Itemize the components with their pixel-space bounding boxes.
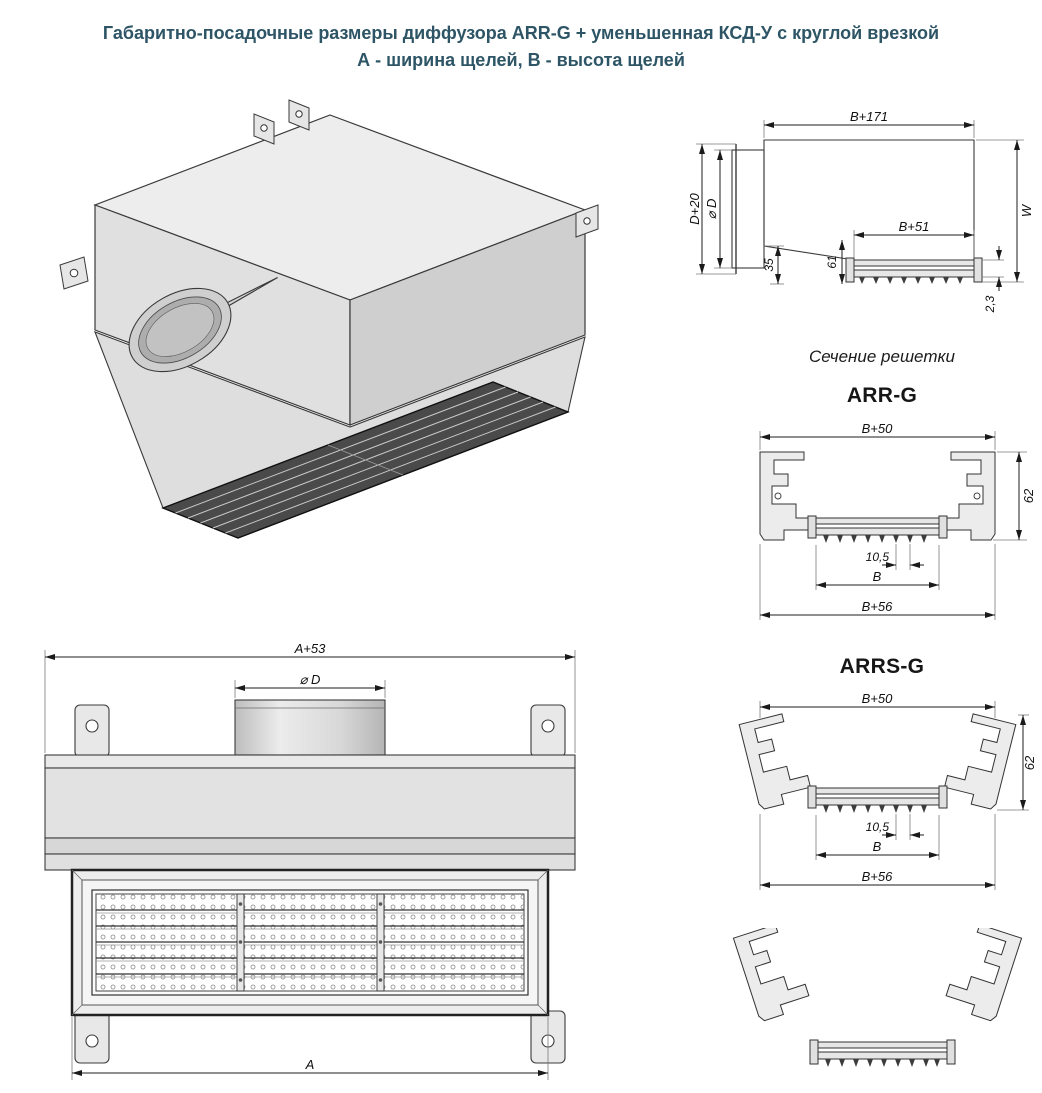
- side-section-view: B+171 D+20 ⌀ D B+51 61: [687, 109, 1034, 313]
- slot-grille: [161, 381, 570, 539]
- dim-b51-label: B+51: [899, 219, 930, 234]
- dim-b56: B+56: [759, 544, 996, 620]
- dim-b171-label: B+171: [850, 109, 888, 124]
- grille-frame: [70, 868, 550, 1017]
- dim-b50: B+50: [759, 421, 996, 450]
- grille-teeth: [823, 535, 927, 543]
- right-profile: [943, 713, 1017, 810]
- round-duct: [234, 699, 386, 756]
- right-profile: [945, 928, 1023, 1022]
- screw-channel: [774, 492, 782, 500]
- dim-b: B: [815, 545, 940, 590]
- dim-duct-dia: ⌀ D: [234, 672, 386, 698]
- dim-b50-label: B+50: [862, 691, 893, 706]
- dim-62: 62: [993, 451, 1035, 541]
- heading-arr-g: ARR-G: [846, 384, 918, 407]
- dim-105: 10,5: [866, 814, 924, 840]
- perforated-panel: [95, 893, 525, 992]
- dim-23: 2,3: [982, 246, 1004, 313]
- grille-section-label: Сечение решетки: [809, 347, 955, 366]
- dim-duct-dia-label: ⌀ D: [300, 672, 321, 687]
- detached-grille-strip: [809, 1039, 956, 1067]
- dim-35: 35: [762, 245, 784, 285]
- grille-assembly: [807, 515, 948, 543]
- title-line2: А - ширина щелей, В - высота щелей: [357, 50, 685, 70]
- dim-23-label: 2,3: [983, 295, 997, 313]
- dim-a: A: [71, 1017, 549, 1080]
- screw-channel: [973, 492, 981, 500]
- dim-a53-label: A+53: [294, 642, 326, 656]
- dim-b50: B+50: [759, 691, 996, 718]
- dim-w: W: [976, 139, 1034, 283]
- left-profile: [759, 451, 815, 541]
- dim-duct-dia: ⌀ D: [704, 149, 732, 269]
- mounting-brackets: [59, 99, 599, 290]
- duct-profile: [731, 144, 765, 274]
- dim-62-label: 62: [1021, 488, 1035, 503]
- dim-105-label: 10,5: [866, 820, 890, 834]
- dim-35-label: 35: [762, 258, 776, 272]
- grille-assembly: [845, 257, 983, 284]
- left-profile: [738, 713, 812, 810]
- dim-61: 61: [825, 240, 845, 284]
- exploded-section-view: [732, 928, 1023, 1067]
- round-duct: [128, 277, 278, 373]
- heading-arrs-g: ARRS-G: [839, 655, 925, 678]
- dim-a53: A+53: [44, 642, 576, 753]
- dim-62-label: 62: [1022, 755, 1035, 770]
- dim-a-label: A: [305, 1057, 315, 1072]
- dim-b51: B+51: [853, 219, 975, 258]
- dim-d20: D+20: [687, 143, 736, 275]
- dim-b56: B+56: [759, 814, 996, 890]
- right-profile: [940, 451, 996, 541]
- page-title: Габаритно-посадочные размеры диффузора A…: [0, 20, 1042, 74]
- dim-b56-label: B+56: [862, 869, 893, 884]
- dim-105-label: 10,5: [866, 550, 890, 564]
- box-right-face: [349, 209, 586, 426]
- grille-teeth: [859, 277, 963, 284]
- arrs-g-section-view: B+50 62 10,5 B B+56: [738, 691, 1035, 890]
- dim-duct-dia-label: ⌀ D: [704, 199, 719, 220]
- plenum-body: [44, 754, 576, 871]
- dim-b: B: [815, 815, 940, 860]
- dim-b50-label: B+50: [862, 421, 893, 436]
- grille-teeth: [823, 805, 927, 813]
- dim-w-label: W: [1019, 203, 1034, 217]
- dim-b171: B+171: [763, 109, 975, 138]
- dim-b56-label: B+56: [862, 599, 893, 614]
- dim-b-label: B: [873, 839, 882, 854]
- dim-105: 10,5: [866, 544, 924, 570]
- dim-61-label: 61: [825, 255, 839, 268]
- left-profile: [732, 928, 810, 1022]
- grille-teeth: [825, 1059, 940, 1067]
- dim-62: 62: [997, 714, 1035, 811]
- front-view: A+53 ⌀ D A: [44, 642, 576, 1080]
- title-line1: Габаритно-посадочные размеры диффузора A…: [102, 23, 940, 43]
- grille-assembly: [807, 785, 948, 813]
- dim-d20-label: D+20: [687, 193, 702, 225]
- isometric-view: [59, 99, 599, 539]
- arr-g-section-view: B+50 62 10,5 B B+56: [759, 421, 1035, 620]
- mounting-brackets: [74, 704, 566, 1064]
- plenum-outline: [763, 139, 975, 261]
- dim-b-label: B: [873, 569, 882, 584]
